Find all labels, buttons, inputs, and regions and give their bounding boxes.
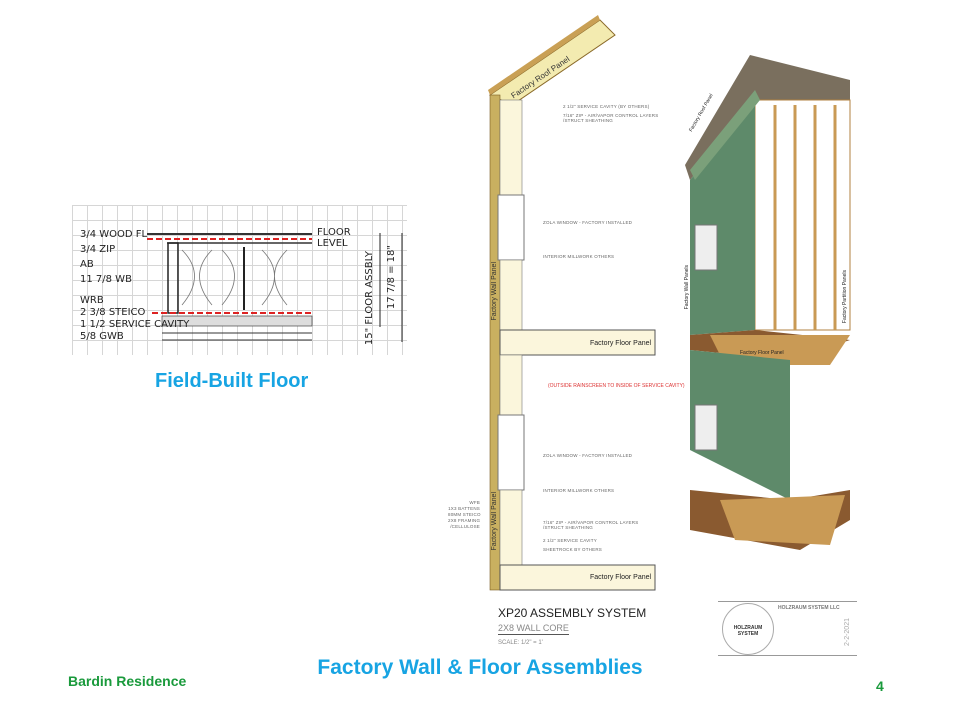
floor-panel-label: Factory Floor Panel xyxy=(590,340,652,347)
company-name: HOLZRAUM SYSTEM LLC xyxy=(778,605,840,611)
field-built-floor-caption: Field-Built Floor xyxy=(155,370,309,392)
section-note: 2X8 FRAMING xyxy=(448,518,481,523)
floor-assembly-dimension: 15" FLOOR ASSBLY xyxy=(364,251,375,346)
left-notes: WFB 1X3 BATTENS 80MM STEICO 2X8 FRAMING … xyxy=(448,500,481,530)
wall-panel-label: Factory Wall Panel xyxy=(491,492,498,551)
section-note: WFB xyxy=(469,500,480,505)
logo-text: HOLZRAUM SYSTEM xyxy=(733,625,763,637)
section-note: SHEETROCK BY OTHERS xyxy=(543,547,602,552)
section-note: 7/16" ZIP - AIR/VAPOR CONTROL LAYERS /ST… xyxy=(563,113,659,123)
floor-section-sketch xyxy=(147,233,403,342)
section-note: 2 1/2" SERVICE CAVITY xyxy=(543,538,597,543)
field-built-floor-sketch: 3/4 WOOD FL 3/4 ZIP AB 11 7/8 WB WRB 2 3… xyxy=(72,205,407,355)
slide-title: Factory Wall & Floor Assemblies xyxy=(317,656,643,679)
holzraum-logo: HOLZRAUM SYSTEM xyxy=(722,603,774,655)
sketch-label: 2 3/8 STEICO xyxy=(80,307,146,318)
section-note: 2 1/2" SERVICE CAVITY (BY OTHERS) xyxy=(563,104,650,109)
total-dimension: 17 7/8 = 18" xyxy=(386,245,397,310)
section-note: INTERIOR MILLWORK OTHERS xyxy=(543,254,615,259)
sketch-label: AB xyxy=(80,259,94,270)
iso-floor-label: Factory Floor Panel xyxy=(740,350,784,356)
stamp-date: 2-2-2021 xyxy=(844,618,851,647)
assembly-title: XP20 ASSEMBLY SYSTEM xyxy=(498,606,647,620)
sketch-label: WRB xyxy=(80,295,104,306)
wall-section-drawing xyxy=(488,15,656,591)
section-note: INTERIOR MILLWORK OTHERS xyxy=(543,488,615,493)
floor-panel-label: Factory Floor Panel xyxy=(590,574,652,581)
iso-partition-label: Factory Partition Panels xyxy=(842,270,848,324)
floor-level-label: FLOOR LEVEL xyxy=(317,227,351,249)
red-dimension-note: (OUTSIDE RAINSCREEN TO INSIDE OF SERVICE… xyxy=(548,383,685,389)
title-stamp: HOLZRAUM SYSTEM HOLZRAUM SYSTEM LLC 2-2-… xyxy=(718,601,857,656)
sketch-label: 1 1/2 SERVICE CAVITY xyxy=(80,319,190,330)
sketch-label: 3/4 ZIP xyxy=(80,244,116,255)
section-note: 80MM STEICO xyxy=(448,512,481,517)
section-note: /CELLULOSE xyxy=(450,524,480,529)
isometric-assembly-drawing xyxy=(685,55,851,550)
sketch-label: 5/8 GWB xyxy=(80,331,124,342)
wall-panel-label: Factory Wall Panel xyxy=(491,262,498,321)
section-note: ZOLA WINDOW - FACTORY INSTALLED xyxy=(543,220,633,225)
page-number: 4 xyxy=(876,678,884,694)
section-note: ZOLA WINDOW - FACTORY INSTALLED xyxy=(543,453,633,458)
sketch-label: 11 7/8 WB xyxy=(80,274,132,285)
iso-wall-label: Factory Wall Panels xyxy=(684,265,690,310)
assembly-subtitle: 2X8 WALL CORE xyxy=(498,623,569,635)
assembly-scale: SCALE: 1/2" = 1' xyxy=(498,640,543,646)
sketch-label: 3/4 WOOD FL xyxy=(80,229,148,240)
section-note: 7/16" ZIP - AIR/VAPOR CONTROL LAYERS /ST… xyxy=(543,520,639,530)
section-note: 1X3 BATTENS xyxy=(448,506,480,511)
project-name: Bardin Residence xyxy=(68,673,187,689)
